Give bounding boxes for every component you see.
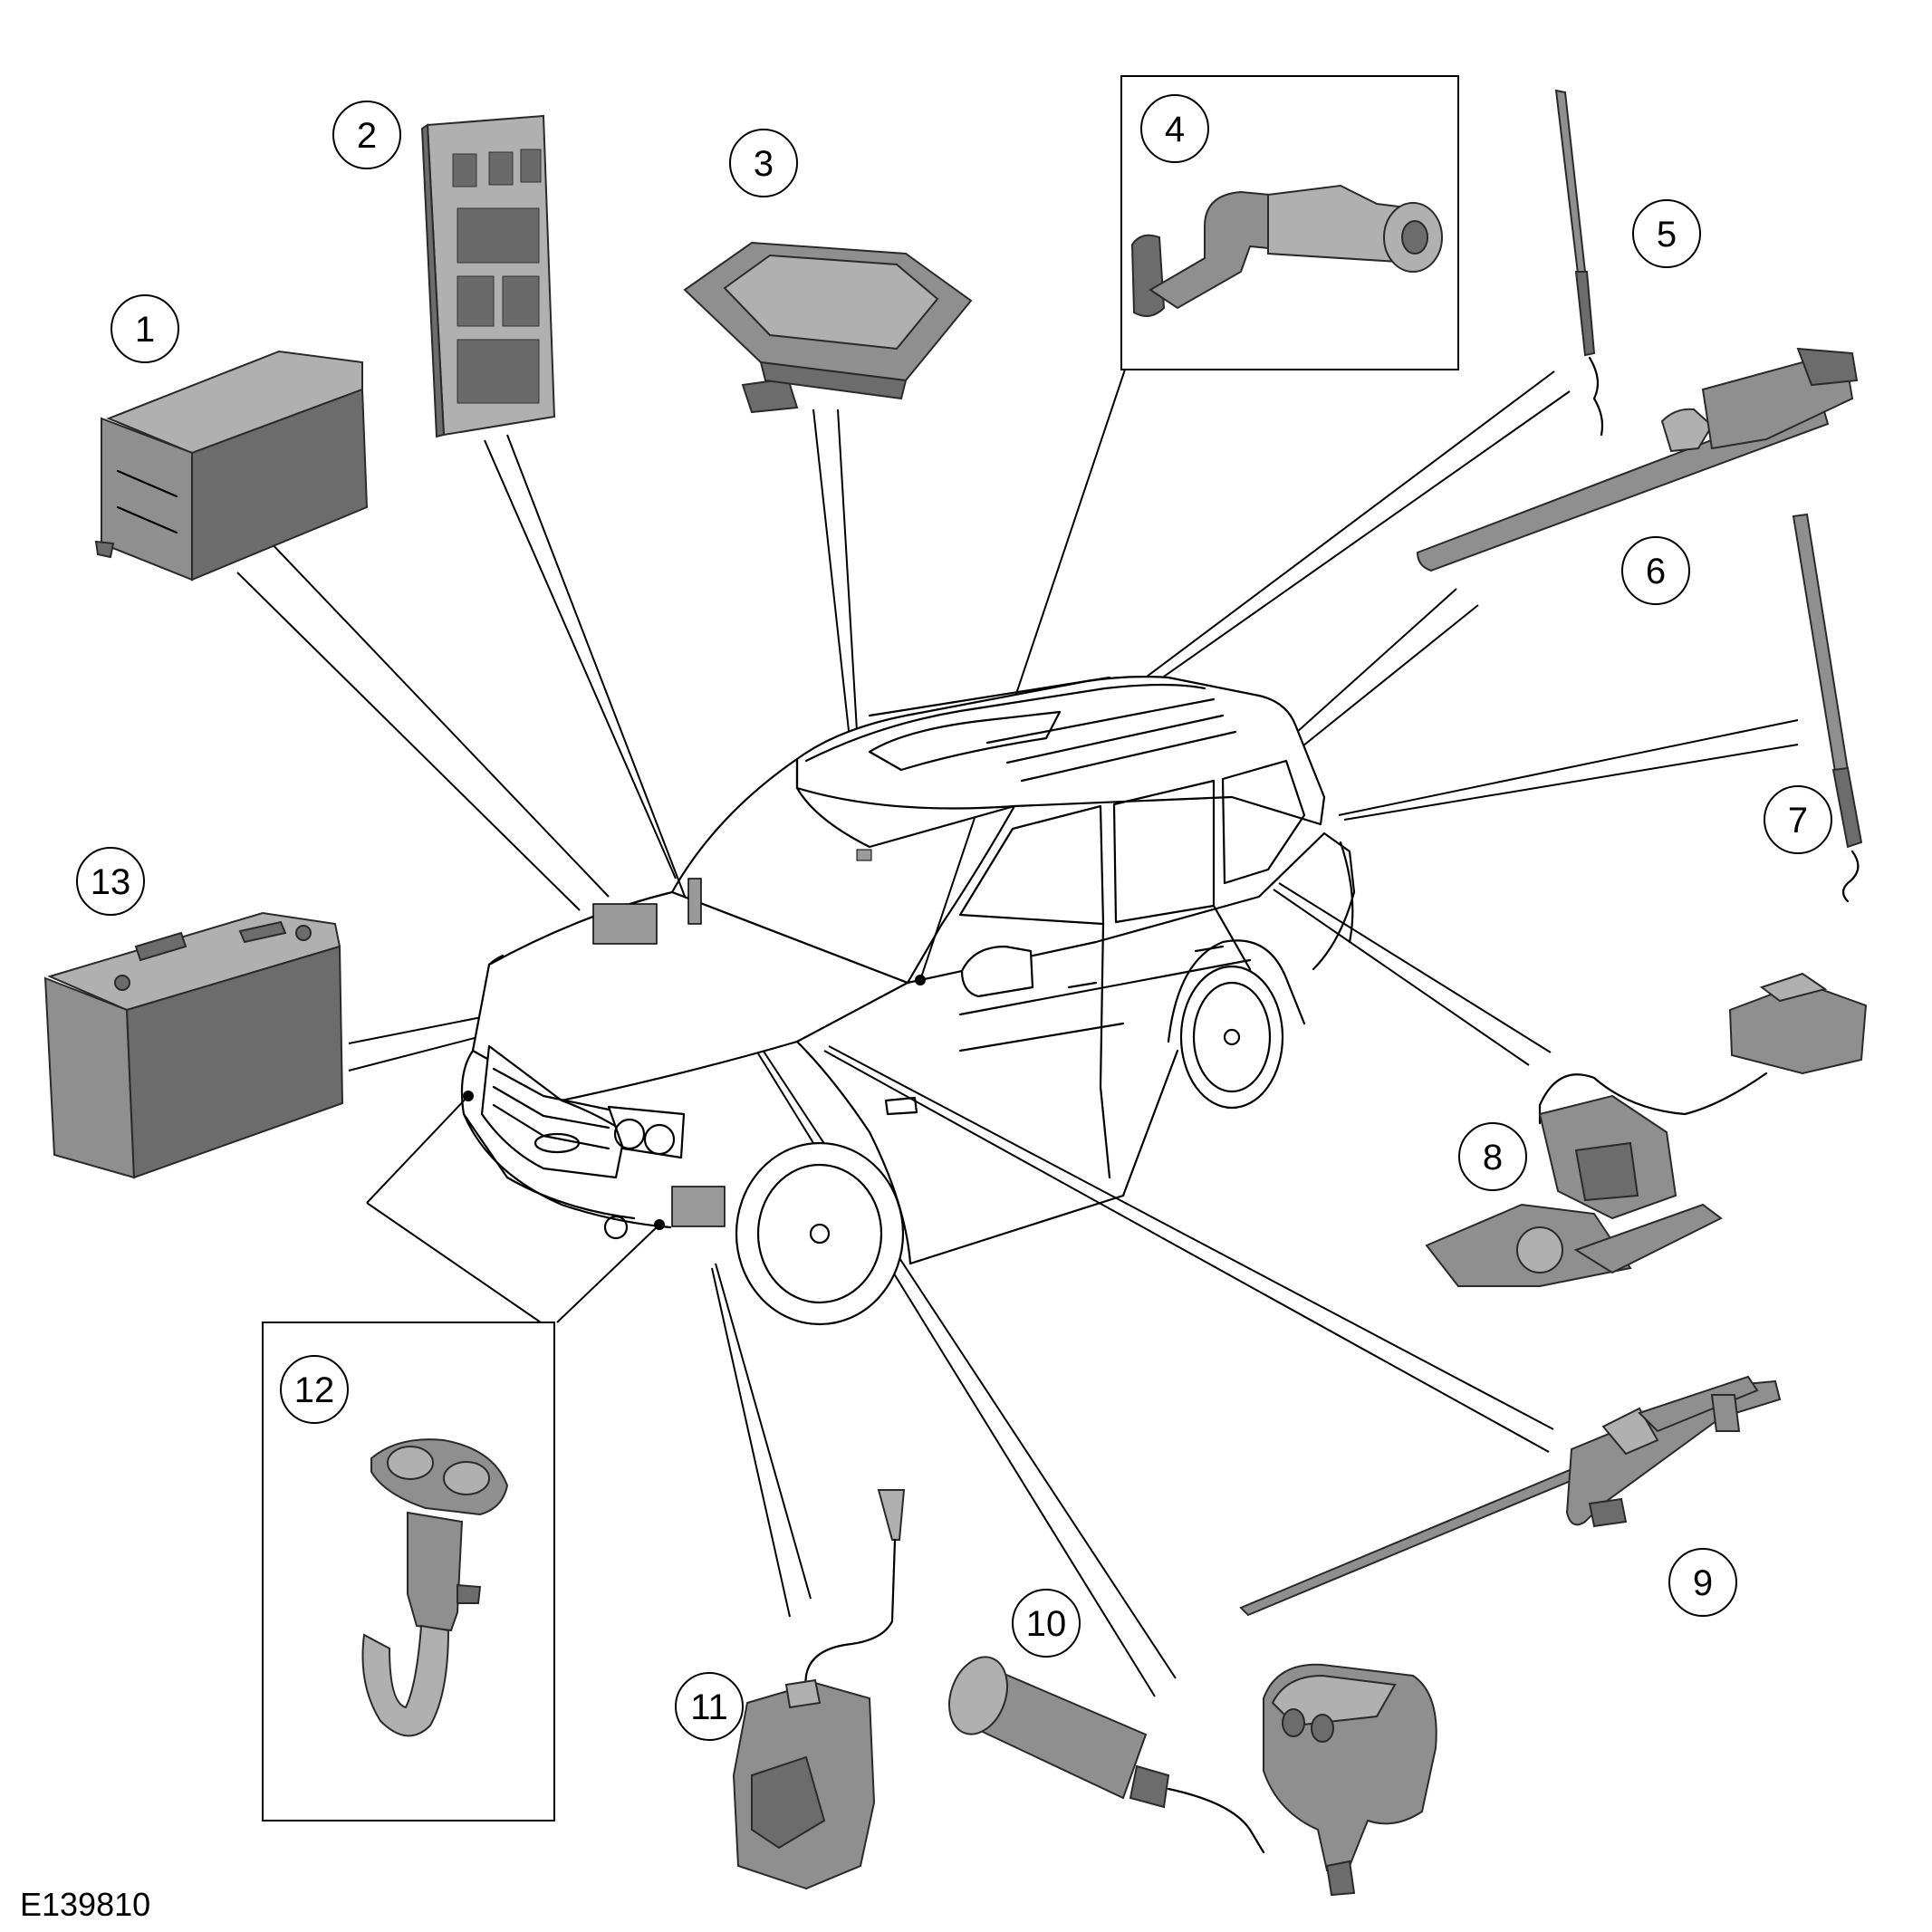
washer-reservoir-icon [732,1489,906,1890]
callout-9: 9 [1668,1548,1737,1617]
callout-3-label: 3 [754,144,774,184]
fuse-box-icon [94,350,369,582]
callout-8-label: 8 [1483,1138,1503,1177]
callout-7-label: 7 [1788,801,1808,841]
rain-sensor-icon [683,241,973,414]
wiper-switch-icon [1130,184,1443,317]
callout-10: 10 [1012,1589,1081,1658]
tailgate-strut-icon [1792,513,1863,903]
callout-7: 7 [1764,785,1832,854]
callout-4: 4 [1140,94,1209,163]
front-wiper-linkage-icon [1239,1375,1782,1617]
vehicle-outline [460,676,1356,1326]
rear-wiper-motor-icon [1416,347,1859,572]
callout-6-label: 6 [1646,552,1666,591]
callout-11-label: 11 [690,1687,728,1727]
callout-5: 5 [1632,199,1701,268]
figure-id: E139810 [20,1886,151,1923]
tailgate-latch-icon [1425,972,1868,1287]
callout-3: 3 [729,129,798,197]
central-junction-box-icon [420,114,556,438]
callout-2: 2 [332,101,401,169]
callout-12-label: 12 [294,1370,335,1410]
washer-jet-icon [948,1656,1437,1897]
callout-4-label: 4 [1165,110,1185,149]
inset-box-12 [262,1322,555,1821]
headlamp-washer-jet-icon [361,1438,509,1737]
callout-1-label: 1 [135,310,155,350]
callout-13: 13 [76,847,145,916]
callout-6: 6 [1621,536,1690,605]
callout-5-label: 5 [1657,215,1677,255]
leader-lines [236,369,1799,1697]
inset-box-4 [1120,75,1459,370]
callout-12: 12 [280,1355,349,1424]
tailgate-strut-icon [1554,89,1604,437]
callout-13-label: 13 [91,862,131,902]
callout-10-label: 10 [1026,1604,1067,1644]
callout-2-label: 2 [357,116,377,156]
callout-1: 1 [111,294,179,363]
callout-9-label: 9 [1693,1563,1713,1603]
callout-11: 11 [675,1672,744,1741]
callout-8: 8 [1458,1122,1527,1191]
battery-icon [43,911,344,1179]
